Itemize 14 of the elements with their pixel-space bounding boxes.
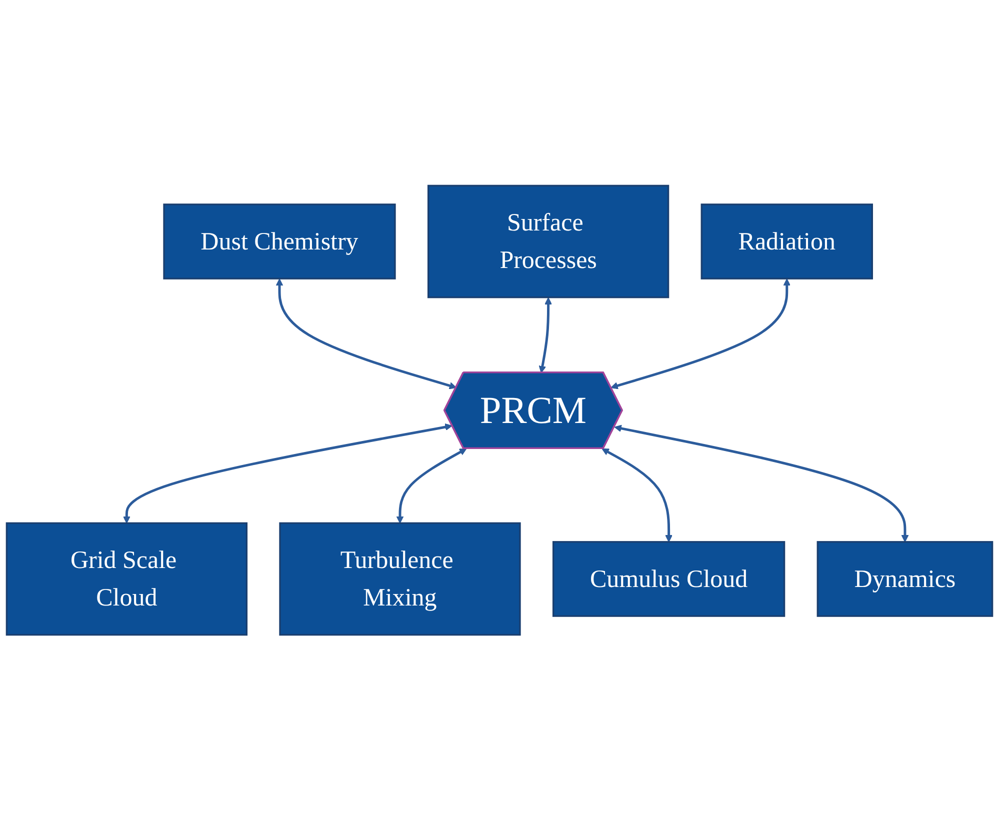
arrow — [610, 278, 791, 390]
arrow — [276, 278, 457, 390]
node-box: Radiation — [700, 203, 873, 280]
node-box: Turbulence Mixing — [279, 522, 521, 636]
node-box: Cumulus Cloud — [552, 540, 786, 617]
node-box: Dust Chemistry — [163, 203, 396, 280]
arrow — [614, 424, 909, 542]
node-box: Surface Processes — [427, 184, 670, 298]
arrow — [602, 448, 672, 542]
arrow — [538, 297, 552, 373]
node-box: Grid Scale Cloud — [6, 522, 248, 636]
node-box: Dynamics — [816, 540, 994, 617]
arrow — [396, 448, 467, 524]
arrow — [123, 423, 452, 524]
